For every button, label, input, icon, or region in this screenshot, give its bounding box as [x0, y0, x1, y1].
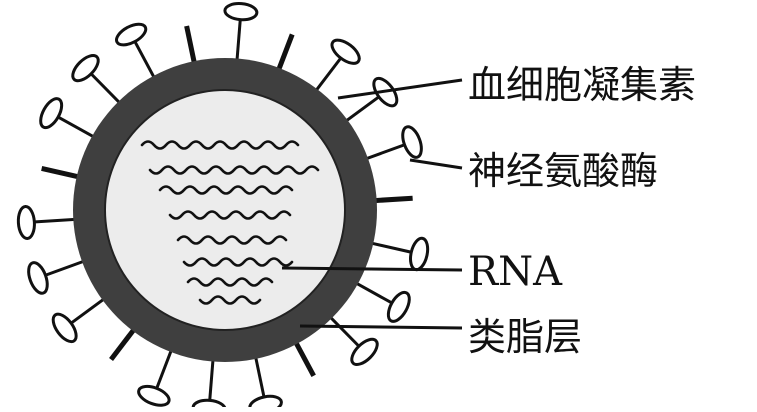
- spike-stem: [58, 116, 97, 140]
- hemagglutinin-spike: [137, 347, 174, 407]
- spike-head: [16, 205, 36, 240]
- spike-stem: [343, 96, 379, 124]
- hemagglutinin-spike: [327, 314, 379, 367]
- hemagglutinin-spike: [313, 38, 361, 94]
- rna-strand: [140, 140, 300, 150]
- spike-head: [401, 125, 423, 159]
- spike-head: [330, 38, 361, 65]
- virus-core: [104, 89, 346, 331]
- spike-head: [386, 290, 411, 323]
- hemagglutinin-spike: [369, 236, 430, 272]
- spike-head: [191, 398, 227, 412]
- surface-spikes: [16, 2, 430, 412]
- spike-stem: [41, 166, 82, 180]
- rna-strand: [168, 210, 292, 220]
- neuraminidase-spike: [184, 25, 198, 66]
- hemagglutinin-spike: [353, 280, 411, 323]
- spike-head: [137, 384, 171, 407]
- spike-head: [350, 337, 379, 367]
- neuraminidase-spike: [372, 195, 413, 204]
- hemagglutinin-spike: [248, 354, 283, 412]
- spike-stem: [184, 25, 198, 66]
- spike-stem: [134, 41, 157, 81]
- rna-strands: [140, 140, 320, 305]
- spike-stem: [90, 73, 123, 106]
- label-rna: RNA: [468, 249, 563, 295]
- rna-strand: [198, 295, 262, 305]
- leader-line-rna: [281, 266, 463, 272]
- spike-head: [248, 394, 283, 412]
- hemagglutinin-spike: [115, 22, 157, 81]
- spike-stem: [292, 339, 316, 377]
- rna-strand: [186, 277, 274, 287]
- spike-stem: [372, 195, 413, 204]
- hemagglutinin-spike: [343, 76, 399, 124]
- label-neuraminidase: 神经氨酸酶: [468, 149, 659, 193]
- spike-head: [51, 312, 78, 344]
- hemagglutinin-spike: [39, 97, 97, 140]
- spike-stem: [253, 354, 266, 397]
- spike-head: [71, 53, 100, 83]
- hemagglutinin-spike: [51, 296, 107, 344]
- hemagglutinin-spike: [16, 205, 78, 240]
- spike-stem: [327, 314, 360, 347]
- leader-line-hemagglutinin: [337, 78, 463, 100]
- rna-strand: [158, 185, 294, 195]
- rna-strand: [176, 235, 288, 245]
- spike-stem: [363, 143, 405, 161]
- spike-stem: [45, 259, 87, 277]
- spike-stem: [313, 57, 342, 94]
- label-hemagglutinin: 血细胞凝集素: [468, 63, 697, 107]
- neuraminidase-spike: [292, 339, 316, 377]
- hemagglutinin-spike: [27, 259, 87, 295]
- leader-lines: [281, 78, 463, 330]
- hemagglutinin-spike: [223, 2, 259, 63]
- spike-head: [115, 22, 148, 47]
- leader-line-lipid-layer: [299, 324, 463, 330]
- rna-strand: [182, 257, 294, 267]
- spike-stem: [71, 296, 107, 324]
- spike-stem: [109, 326, 138, 362]
- spike-head: [27, 261, 49, 295]
- rna-strand: [148, 165, 320, 175]
- hemagglutinin-spike: [71, 53, 123, 106]
- spike-head: [409, 236, 430, 272]
- neuraminidase-spike: [275, 33, 295, 73]
- hemagglutinin-spike: [191, 357, 227, 412]
- spike-stem: [35, 217, 78, 224]
- spike-stem: [235, 20, 242, 63]
- label-lipid-layer: 类脂层: [468, 315, 583, 359]
- spike-stem: [353, 280, 392, 304]
- leader-line-neuraminidase: [409, 158, 463, 170]
- spike-stem: [155, 347, 174, 388]
- spike-stem: [208, 357, 215, 400]
- hemagglutinin-spike: [363, 125, 423, 161]
- spike-stem: [275, 33, 295, 73]
- spike-head: [39, 97, 64, 130]
- spike-head: [223, 2, 259, 22]
- neuraminidase-spike: [41, 166, 82, 180]
- neuraminidase-spike: [109, 326, 138, 362]
- spike-stem: [369, 241, 411, 254]
